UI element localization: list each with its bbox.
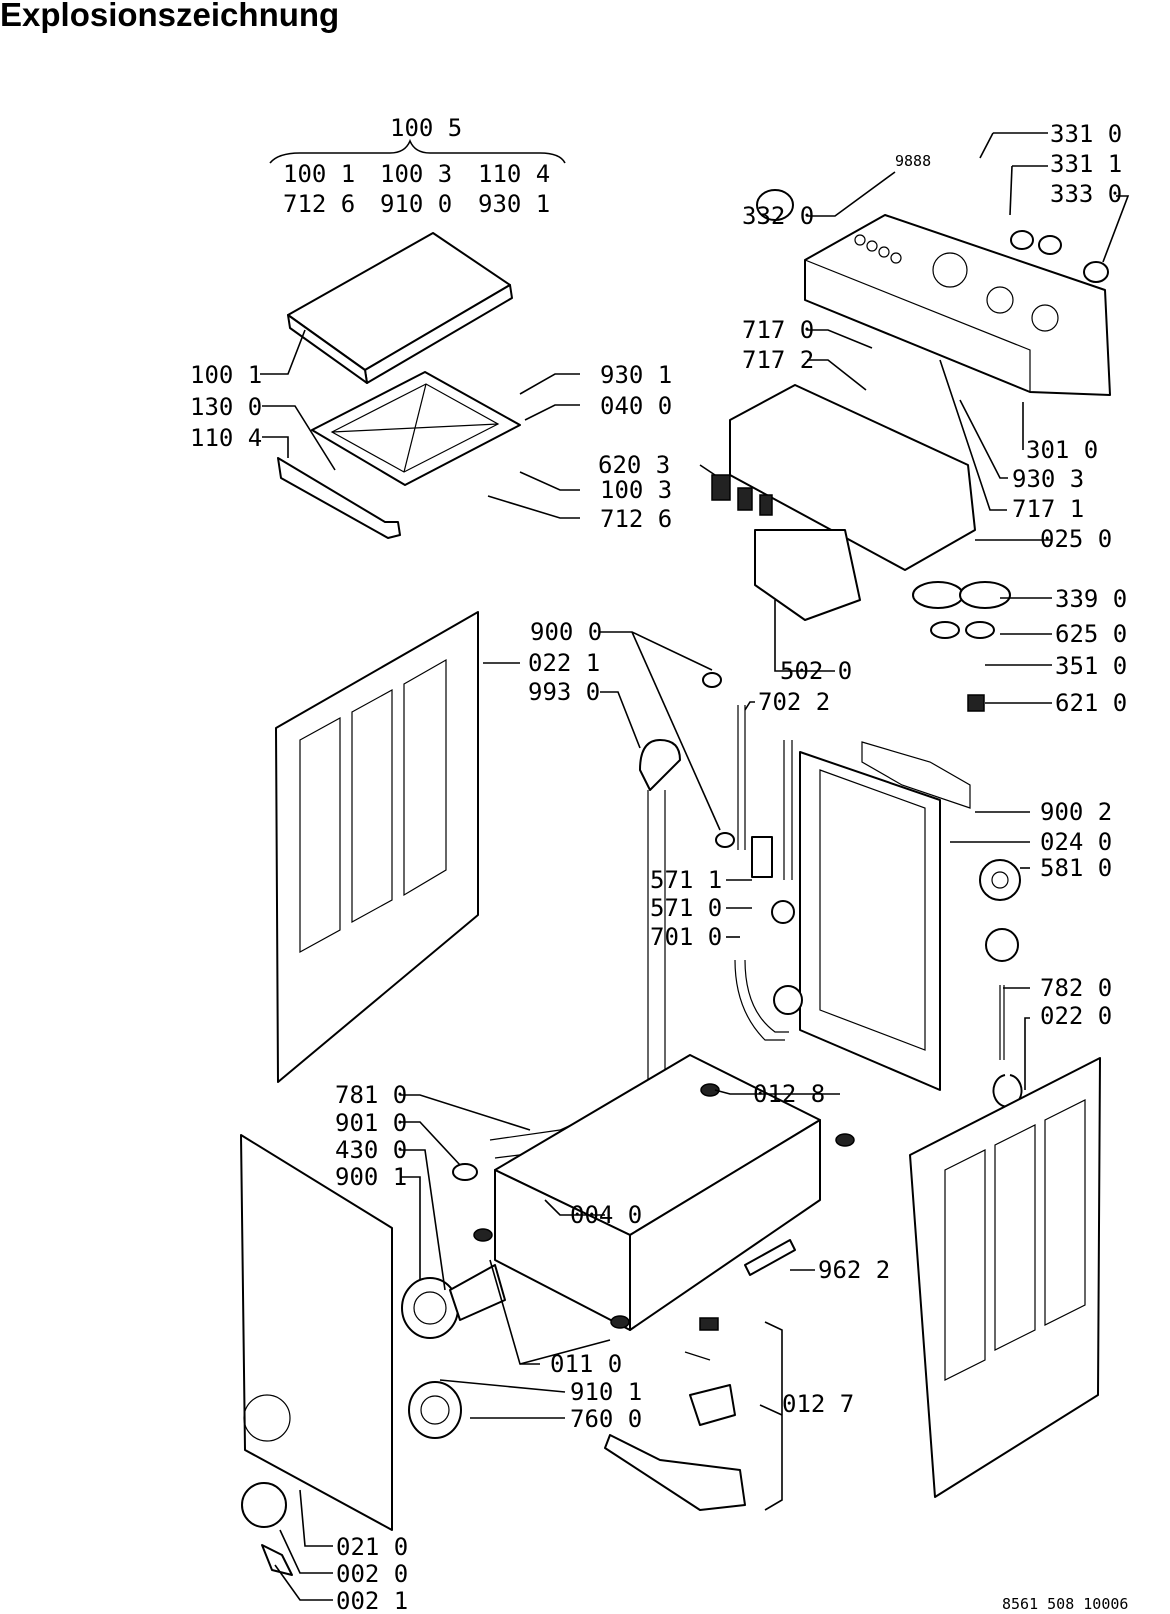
callout: 012 8 [753,1080,825,1108]
callout: 702 2 [758,688,830,716]
motor-parts [979,859,1023,1108]
callout: 901 0 [335,1109,407,1137]
callout: 910 1 [570,1378,642,1406]
callout: 100 3 [600,476,672,504]
part-tag: 9888 [895,152,931,170]
left-side-panel-part [275,611,479,1083]
callout: 910 0 [380,190,452,218]
top-frame-part [311,371,521,486]
callout: 002 1 [336,1587,408,1614]
callout: 620 3 [598,451,670,479]
callout: 040 0 [600,392,672,420]
dispenser-small-parts [912,581,1011,712]
callout: 022 1 [528,649,600,677]
callout: 331 1 [1050,150,1122,178]
callout: 024 0 [1040,828,1112,856]
callout: 011 0 [550,1350,622,1378]
callout: 430 0 [335,1136,407,1164]
callout: 331 0 [1050,120,1122,148]
callout: 110 4 [478,160,550,188]
drain-pump-part [241,1264,506,1576]
callout: 571 0 [650,894,722,922]
callout: 930 1 [600,361,672,389]
knob-parts [756,189,1109,283]
callout: 900 1 [335,1163,407,1191]
base-frame-part [452,1054,855,1331]
front-panel-part [240,1134,393,1531]
document-number: 8561 508 10006 [1002,1595,1128,1613]
callout: 781 0 [335,1081,407,1109]
callout: 782 0 [1040,974,1112,1002]
callout-labels: 100 5 100 1 100 3 110 4 712 6 910 0 930 … [190,114,1128,1614]
callout: 502 0 [780,657,852,685]
callout: 012 7 [782,1390,854,1418]
callout: 717 2 [742,346,814,374]
callout: 571 1 [650,866,722,894]
callout: 025 0 [1040,525,1112,553]
callout: 712 6 [283,190,355,218]
callout: 625 0 [1055,620,1127,648]
callout: 701 0 [650,923,722,951]
accessory-parts [604,1317,746,1511]
callout: 760 0 [570,1405,642,1433]
callout: 100 1 [283,160,355,188]
callout: 900 0 [530,618,602,646]
callout: 900 2 [1040,798,1112,826]
callout: 100 3 [380,160,452,188]
callout: 993 0 [528,678,600,706]
callout: 339 0 [1055,585,1127,613]
control-panel-part [804,214,1111,396]
dispenser-housing-part [711,384,976,621]
callout: 301 0 [1026,436,1098,464]
callout: 004 0 [570,1201,642,1229]
callout: 022 0 [1040,1002,1112,1030]
callout: 332 0 [742,202,814,230]
callout: 930 3 [1012,465,1084,493]
callout: 021 0 [336,1533,408,1561]
callout: 100 1 [190,361,262,389]
callout: 930 1 [478,190,550,218]
hoses-part [489,672,803,1159]
callout: 621 0 [1055,689,1127,717]
callout: 717 0 [742,316,814,344]
lid-part [287,232,513,384]
callout: 002 0 [336,1560,408,1588]
callout: 351 0 [1055,652,1127,680]
callout: 581 0 [1040,854,1112,882]
callout: 110 4 [190,424,262,452]
callout: 717 1 [1012,495,1084,523]
callout: 962 2 [818,1256,890,1284]
callout-group-header: 100 5 [390,114,462,142]
rear-frame-part [799,741,971,1091]
page-title: Explosionszeichnung [0,0,340,33]
leader-lines [260,132,1130,1601]
callout: 130 0 [190,393,262,421]
callout: 712 6 [600,505,672,533]
right-side-panel-part [909,1057,1101,1498]
front-fascia-part [277,457,401,539]
callout: 333 0 [1050,180,1122,208]
